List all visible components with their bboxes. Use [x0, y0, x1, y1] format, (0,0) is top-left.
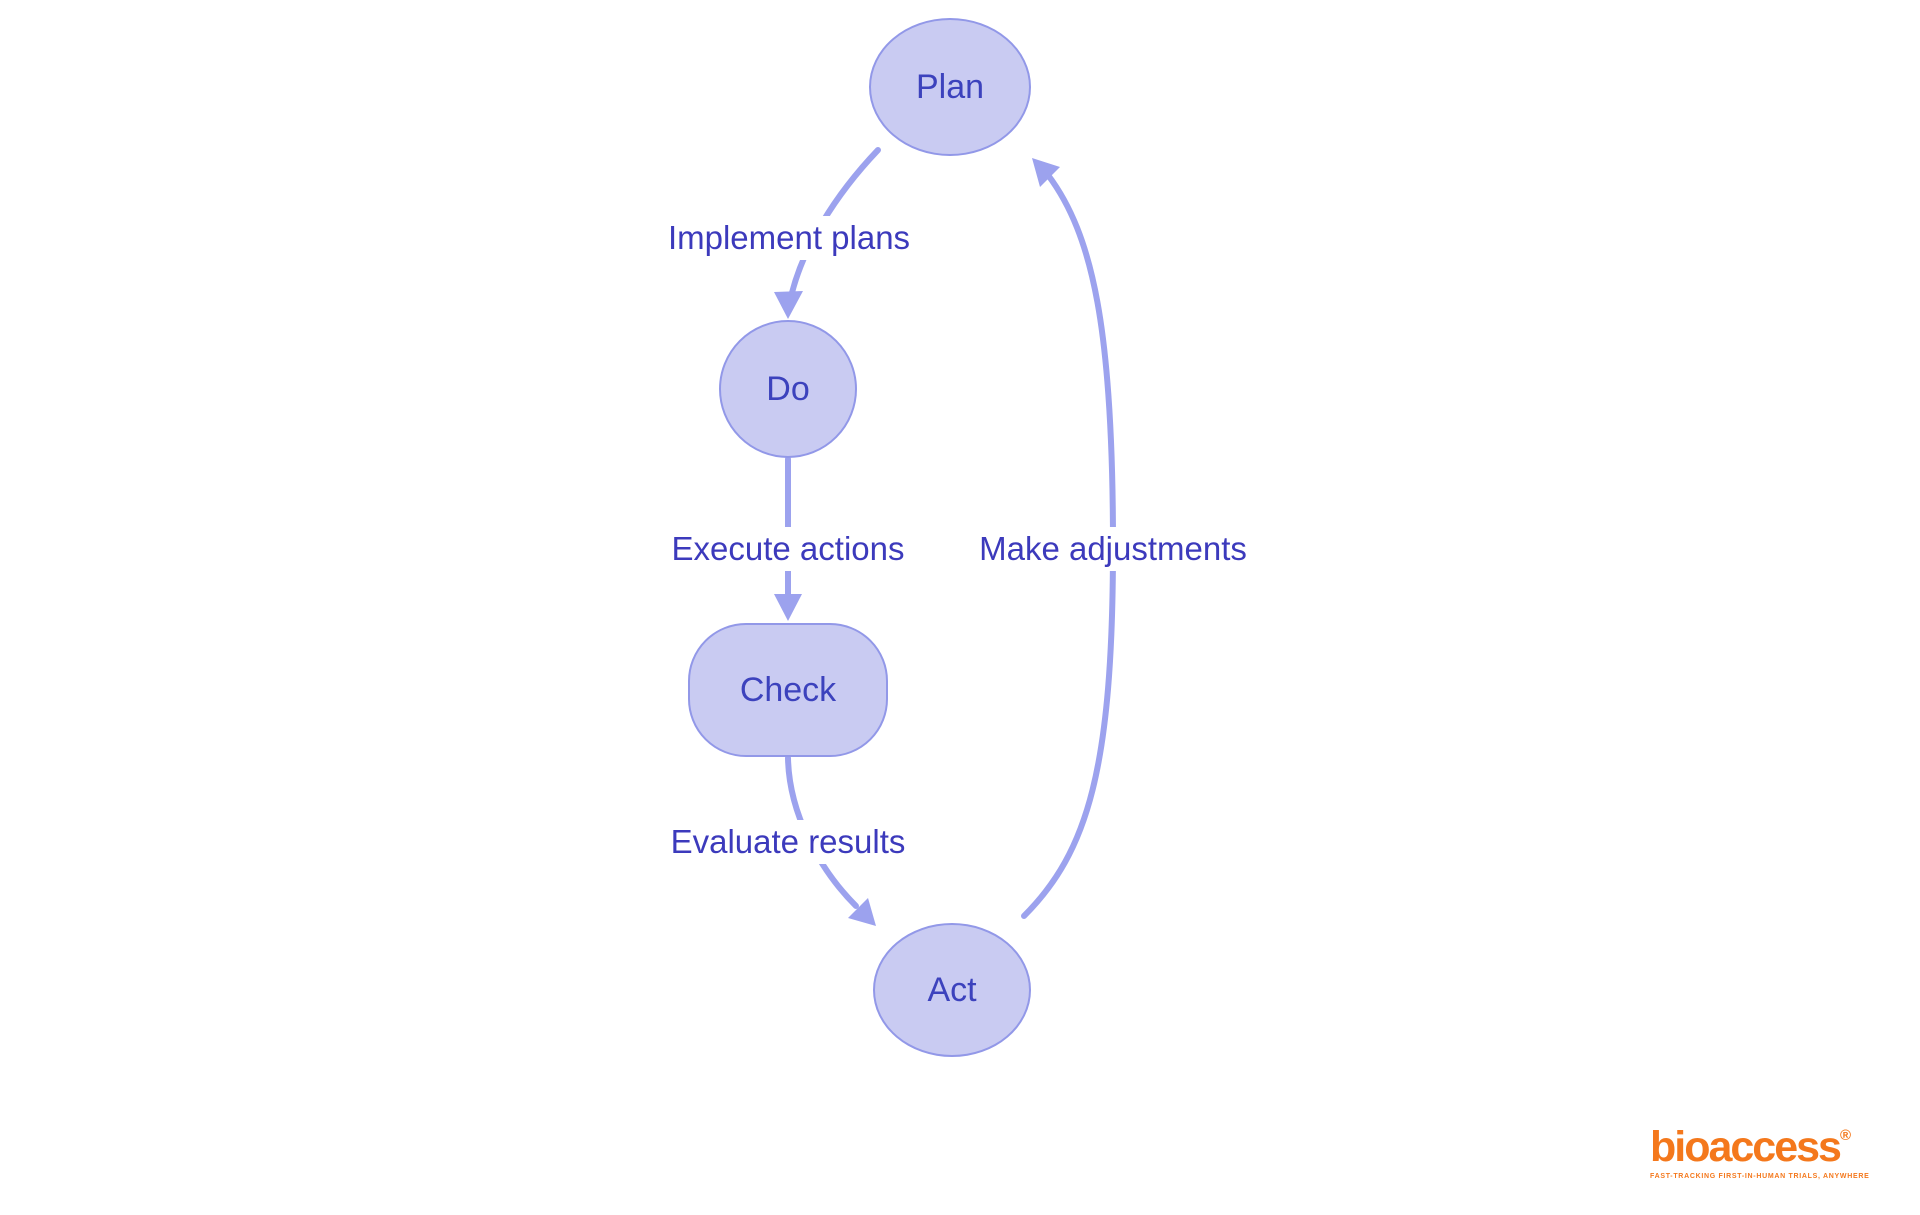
bioaccess-logo-wordmark: bioaccess	[1650, 1123, 1842, 1171]
edge-label-implement-plans: Implement plans	[657, 216, 921, 260]
bioaccess-logo-tagline: FAST-TRACKING FIRST-IN-HUMAN TRIALS, ANY…	[1650, 1173, 1870, 1180]
arrowhead-down-icon	[774, 291, 803, 319]
edge-label-make-adjustments: Make adjustments	[969, 527, 1257, 571]
node-act: Act	[873, 923, 1031, 1057]
node-plan: Plan	[869, 18, 1031, 156]
registered-trademark-icon: ®	[1839, 1127, 1852, 1144]
node-check-label: Check	[739, 670, 837, 709]
node-check: Check	[688, 623, 888, 757]
edge-label-execute-actions: Execute actions	[661, 527, 915, 571]
arrowhead-down-icon	[774, 594, 802, 621]
node-do-label: Do	[766, 369, 810, 408]
bioaccess-logo: bioaccess ® FAST-TRACKING FIRST-IN-HUMAN…	[1650, 1123, 1870, 1181]
node-plan-label: Plan	[915, 67, 985, 106]
node-act-label: Act	[927, 970, 977, 1009]
arrowhead-up-left-icon	[1032, 158, 1060, 187]
node-do: Do	[719, 320, 857, 458]
arrowhead-down-right-icon	[848, 898, 876, 926]
edge-label-evaluate-results: Evaluate results	[660, 820, 916, 864]
